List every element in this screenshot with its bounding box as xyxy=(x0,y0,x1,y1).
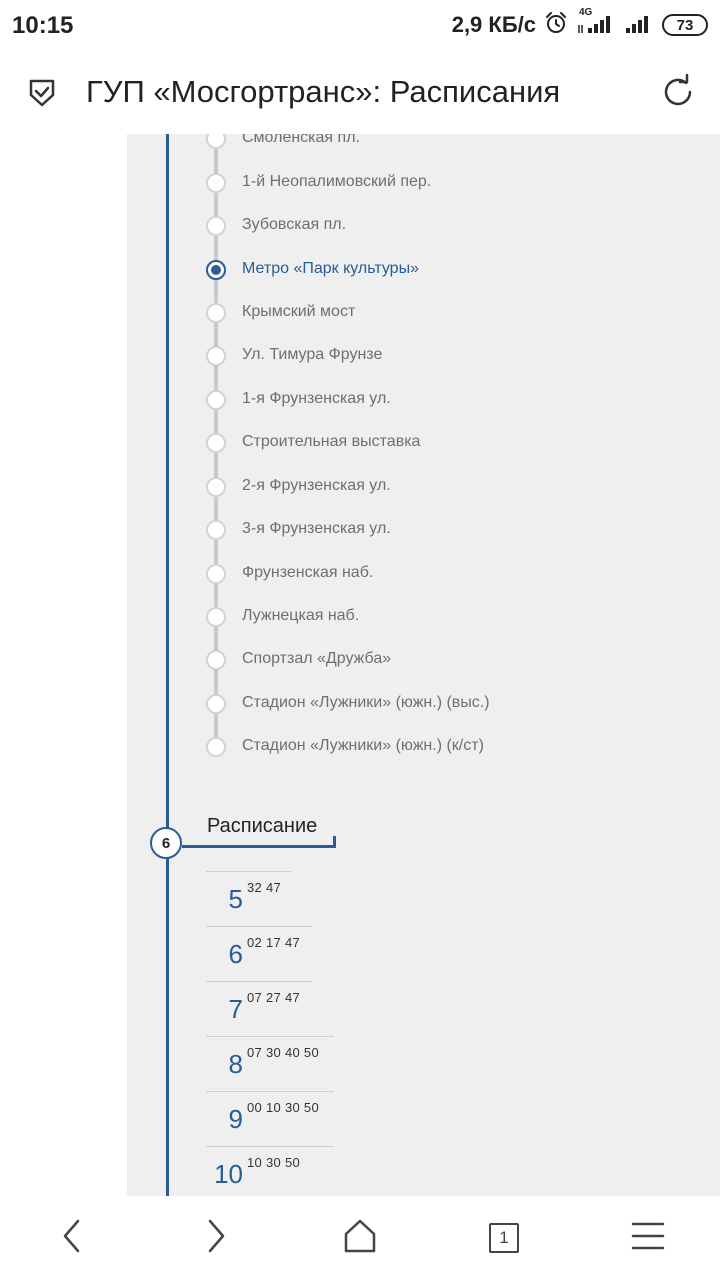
schedule-row: 9 00 10 30 50 xyxy=(206,1091,334,1146)
tabs-count: 1 xyxy=(499,1228,509,1247)
stop-name: 2-я Фрунзенская ул. xyxy=(242,477,391,494)
stop-item-current[interactable]: Метро «Парк культуры» xyxy=(127,255,687,285)
stop-item[interactable]: Фрунзенская наб. xyxy=(127,559,687,589)
menu-button[interactable] xyxy=(626,1218,670,1258)
stop-marker xyxy=(206,737,226,757)
signal-4g-icon: 4G xyxy=(576,7,616,40)
stop-item[interactable]: Стадион «Лужники» (южн.) (выс.) xyxy=(127,689,687,719)
stop-item[interactable]: Зубовская пл. xyxy=(127,211,687,241)
schedule-hour: 10 xyxy=(214,1159,243,1189)
stop-name: Спортзал «Дружба» xyxy=(242,650,392,667)
stop-name: 3-я Фрунзенская ул. xyxy=(242,520,391,537)
schedule-minutes: 32 47 xyxy=(247,880,282,895)
stop-marker xyxy=(206,650,226,670)
stop-marker xyxy=(206,694,226,714)
tabs-button[interactable]: 1 xyxy=(482,1218,526,1258)
schedule-row: 5 32 47 xyxy=(206,871,291,926)
network-speed: 2,9 КБ/с xyxy=(451,12,536,37)
schedule-minutes: 10 30 50 xyxy=(247,1155,301,1170)
refresh-icon[interactable] xyxy=(660,73,696,115)
schedule-hour: 9 xyxy=(228,1104,243,1134)
status-bar: 10:15 2,9 КБ/с 4G xyxy=(0,0,720,52)
schedule-minutes: 00 10 30 50 xyxy=(247,1100,319,1115)
schedule-row: 8 07 30 40 50 xyxy=(206,1036,334,1091)
stop-name: Ул. Тимура Фрунзе xyxy=(242,346,383,363)
stop-marker xyxy=(206,477,226,497)
stop-marker xyxy=(206,520,226,540)
stop-name: Фрунзенская наб. xyxy=(242,564,374,581)
schedule-row: 6 02 17 47 xyxy=(206,926,313,981)
stop-item[interactable]: Лужнецкая наб. xyxy=(127,602,687,632)
status-time: 10:15 xyxy=(12,12,74,39)
schedule-hour: 6 xyxy=(228,939,243,969)
stop-marker xyxy=(206,607,226,627)
back-button[interactable] xyxy=(50,1218,94,1258)
stop-marker xyxy=(206,564,226,584)
stop-item[interactable]: 3-я Фрунзенская ул. xyxy=(127,515,687,545)
stop-marker-current xyxy=(206,260,226,280)
schedule-hour: 7 xyxy=(228,994,243,1024)
schedule-hour: 5 xyxy=(228,884,243,914)
signal-icon xyxy=(624,11,654,40)
shield-icon[interactable] xyxy=(28,78,56,113)
stop-item[interactable]: 1-й Неопалимовский пер. xyxy=(127,168,687,198)
network-type-label: 4G xyxy=(579,6,593,18)
schedule-row: 7 07 27 47 xyxy=(206,981,313,1036)
schedule-row: 10 10 30 50 xyxy=(206,1146,334,1196)
battery-icon: 73 xyxy=(662,14,708,36)
page-title: ГУП «Мосгортранс»: Расписания xyxy=(86,74,561,109)
back-icon xyxy=(60,1218,84,1259)
route-progress-line xyxy=(166,134,169,1196)
schedule-title-underline-end xyxy=(333,836,336,848)
menu-icon xyxy=(630,1221,666,1256)
schedule-title: Расписание xyxy=(207,815,318,837)
schedule-minutes: 07 27 47 xyxy=(247,990,301,1005)
schedule-hour: 8 xyxy=(228,1049,243,1079)
stop-item[interactable]: Спортзал «Дружба» xyxy=(127,645,687,675)
route-content[interactable]: Смоленская пл. 1-й Неопалимовский пер. З… xyxy=(127,134,720,1196)
schedule-step-badge: 6 xyxy=(150,827,182,859)
stop-item[interactable]: Ул. Тимура Фрунзе xyxy=(127,341,687,371)
stop-name: Лужнецкая наб. xyxy=(242,607,360,624)
stop-marker xyxy=(206,390,226,410)
forward-icon xyxy=(204,1218,228,1259)
stop-name: Стадион «Лужники» (южн.) (к/ст) xyxy=(242,737,484,754)
stop-marker xyxy=(206,216,226,236)
schedule-title-underline xyxy=(182,845,335,848)
bottom-navigation: 1 xyxy=(0,1196,720,1280)
stop-item[interactable]: Смоленская пл. xyxy=(127,134,687,154)
stop-name: Крымский мост xyxy=(242,303,356,320)
stop-name: 1-й Неопалимовский пер. xyxy=(242,173,432,190)
stop-marker xyxy=(206,433,226,453)
stop-marker xyxy=(206,173,226,193)
forward-button[interactable] xyxy=(194,1218,238,1258)
schedule-minutes: 02 17 47 xyxy=(247,935,301,950)
stop-marker xyxy=(206,346,226,366)
app-header: ГУП «Мосгортранс»: Расписания xyxy=(0,52,720,134)
stop-item[interactable]: 1-я Фрунзенская ул. xyxy=(127,385,687,415)
alarm-icon xyxy=(544,11,568,40)
stop-name: 1-я Фрунзенская ул. xyxy=(242,390,391,407)
stop-name: Смоленская пл. xyxy=(242,134,360,146)
stop-item[interactable]: 2-я Фрунзенская ул. xyxy=(127,472,687,502)
home-button[interactable] xyxy=(338,1218,382,1258)
stop-marker xyxy=(206,303,226,323)
stop-name: Строительная выставка xyxy=(242,433,421,450)
stop-item[interactable]: Стадион «Лужники» (южн.) (к/ст) xyxy=(127,732,687,762)
stop-marker xyxy=(206,134,226,149)
stop-item[interactable]: Строительная выставка xyxy=(127,428,687,458)
tabs-icon: 1 xyxy=(489,1223,519,1253)
stop-name: Зубовская пл. xyxy=(242,216,347,233)
schedule-minutes: 07 30 40 50 xyxy=(247,1045,319,1060)
stop-name: Метро «Парк культуры» xyxy=(242,260,419,277)
home-icon xyxy=(342,1218,378,1259)
stop-name: Стадион «Лужники» (южн.) (выс.) xyxy=(242,694,490,711)
stop-item[interactable]: Крымский мост xyxy=(127,298,687,328)
status-indicators: 2,9 КБ/с 4G xyxy=(451,7,708,40)
